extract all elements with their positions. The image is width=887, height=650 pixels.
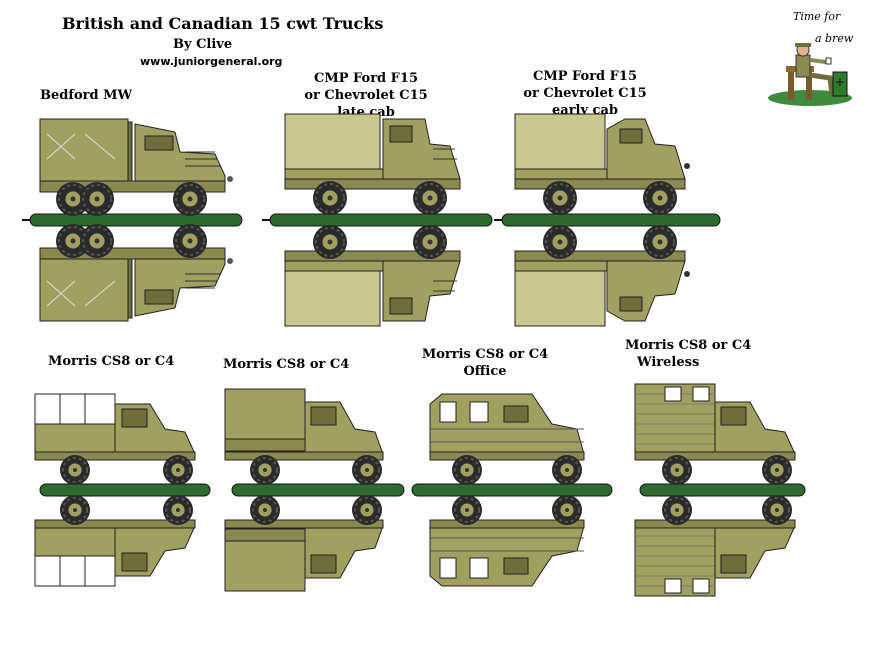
page-title: British and Canadian 15 cwt Trucks — [62, 14, 384, 33]
label-line: Wireless — [637, 355, 700, 370]
truck-morris-white-tilt — [35, 394, 211, 586]
truck-label-bedford: Bedford MW — [40, 87, 132, 104]
label-line: Morris CS8 or C4 — [223, 357, 350, 372]
truck-label-cmp-late: CMP Ford F15 or Chevrolet C15 late cab — [296, 70, 436, 121]
truck-cmp-late-cab — [262, 114, 493, 326]
brew-caption-line2: a brew — [815, 32, 854, 45]
label-line: Office — [463, 364, 507, 379]
truck-label-morris-office: Morris CS8 or C4 Office — [420, 346, 550, 380]
truck-label-morris-1: Morris CS8 or C4 — [48, 353, 174, 370]
truck-morris-office — [411, 394, 613, 586]
label-line: Bedford MW — [40, 88, 133, 103]
label-line: Morris CS8 or C4 — [48, 354, 175, 369]
label-line: Morris CS8 or C4 — [625, 338, 752, 353]
label-line: CMP Ford F15 — [313, 71, 418, 86]
label-line: CMP Ford F15 — [532, 69, 637, 84]
truck-label-morris-2: Morris CS8 or C4 — [223, 356, 349, 373]
truck-label-morris-wireless: Morris CS8 or C4 Wireless — [625, 337, 751, 371]
truck-morris-wireless — [635, 384, 806, 596]
truck-morris-olive-tilt — [225, 389, 405, 591]
brew-caption-line1: Time for — [793, 10, 841, 23]
label-line: or Chevrolet C15 — [523, 86, 647, 101]
label-line: Morris CS8 or C4 — [421, 347, 549, 362]
author-byline: By Clive — [173, 37, 233, 52]
website-link[interactable]: www.juniorgeneral.org — [140, 55, 283, 68]
truck-bedford — [22, 119, 243, 321]
soldier-brew-illustration — [768, 43, 852, 106]
truck-cmp-early-cab — [494, 114, 721, 326]
label-line: or Chevrolet C15 — [304, 88, 428, 103]
